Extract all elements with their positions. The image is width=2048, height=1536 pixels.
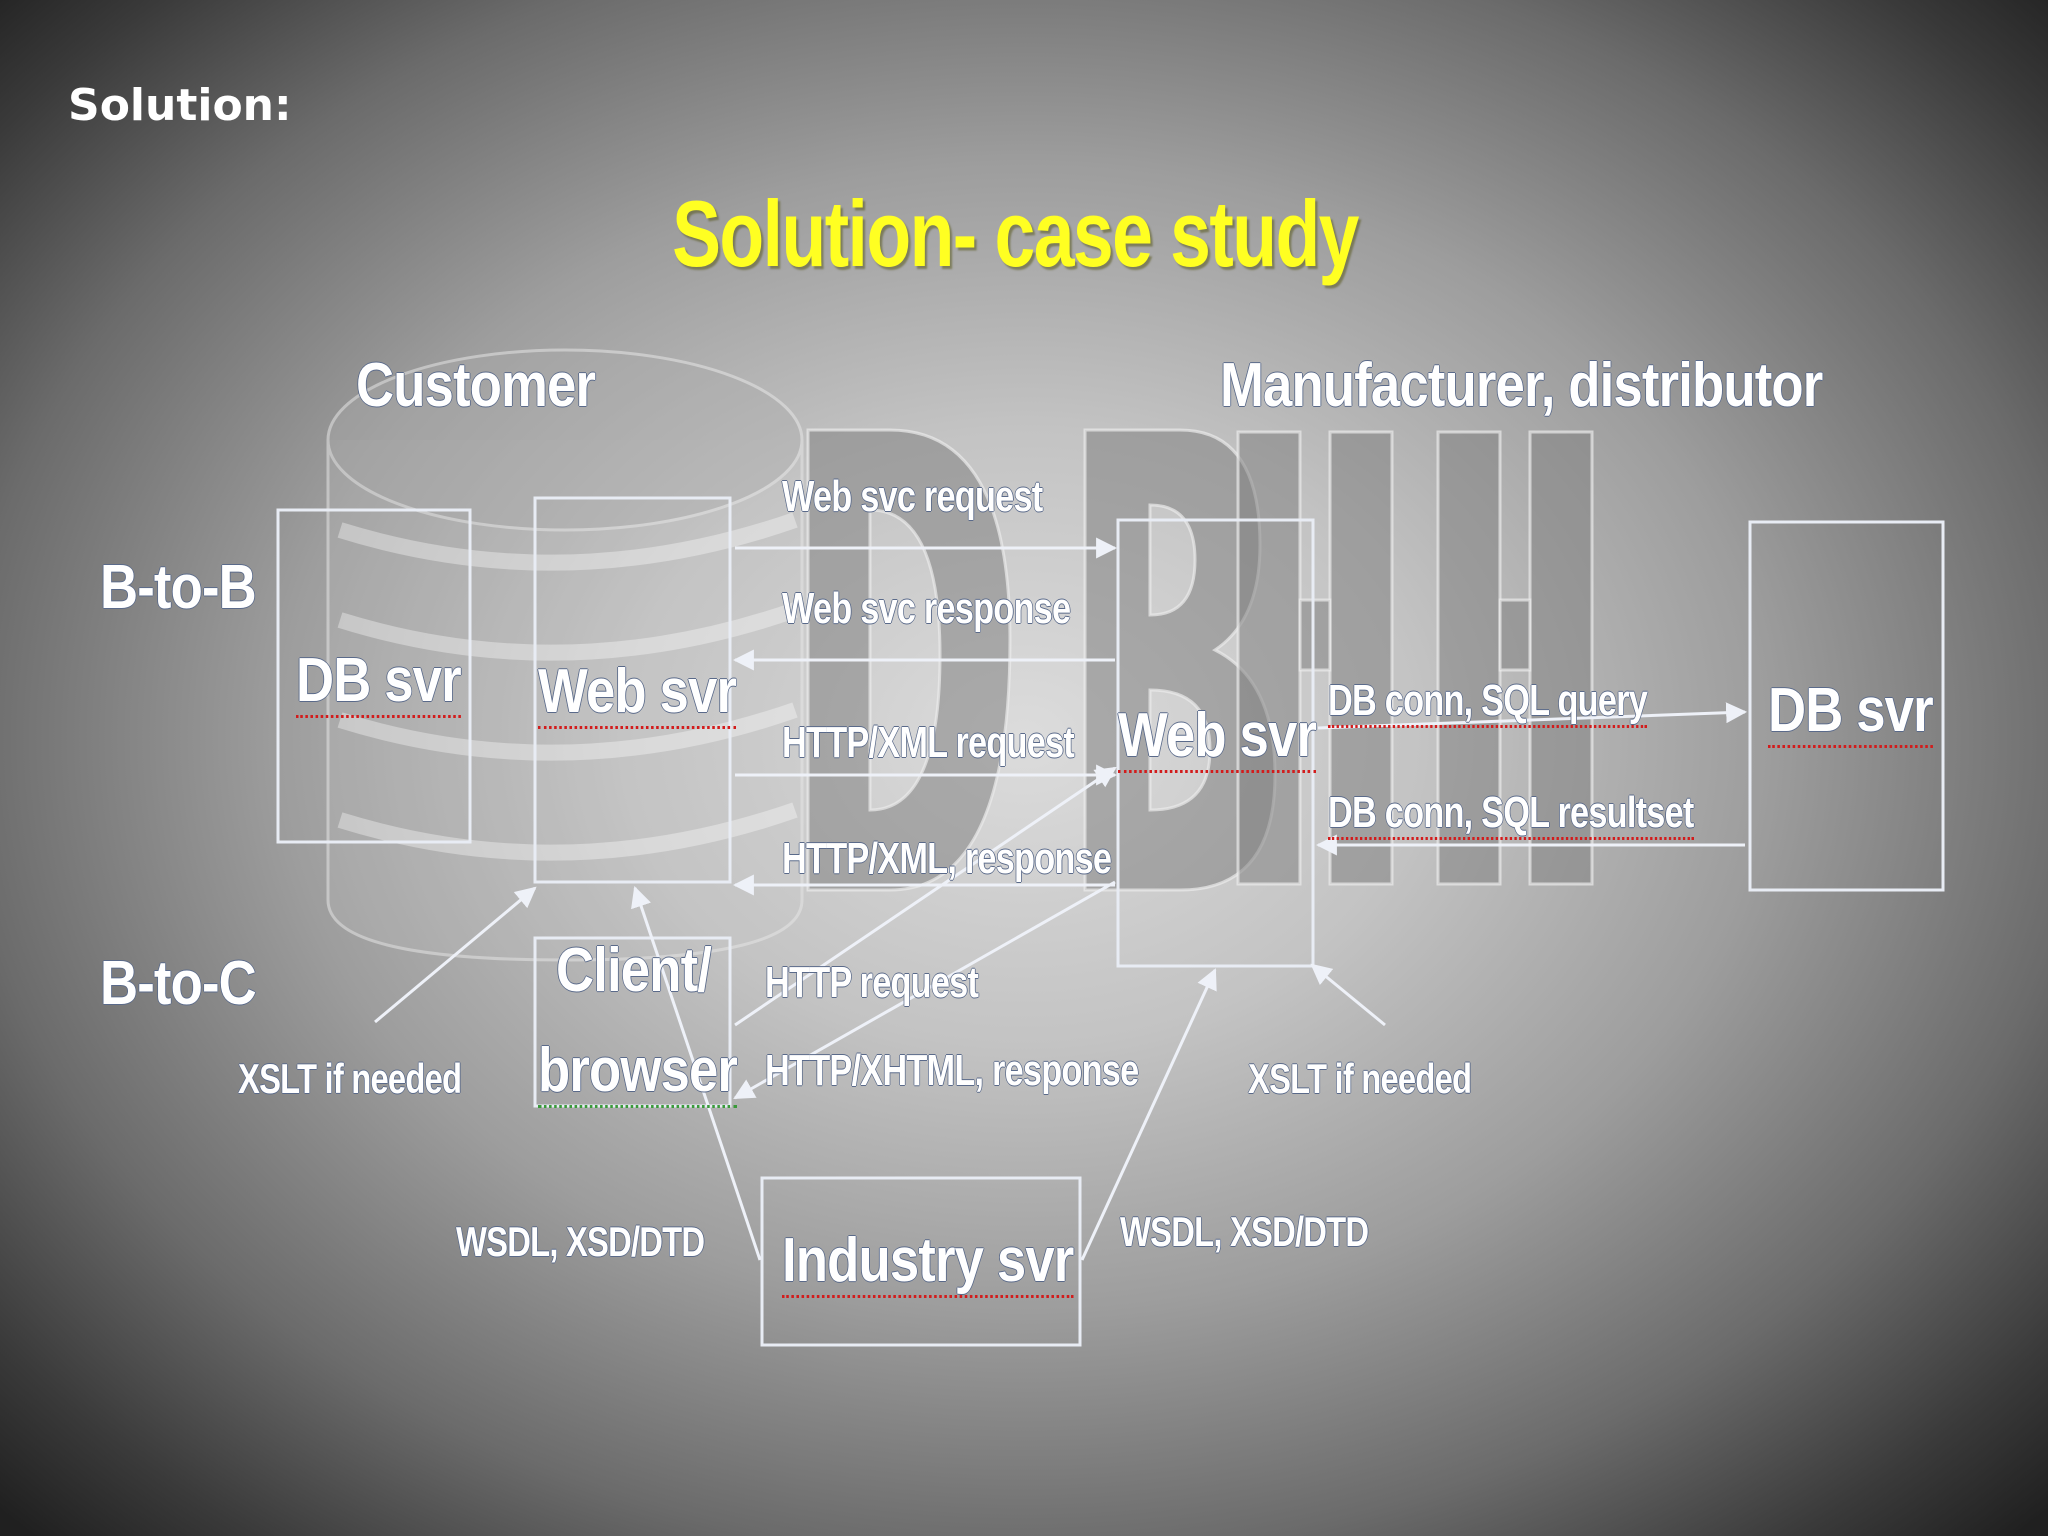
diagram-title: Solution- case study [672, 181, 1359, 286]
ws-response-label: Web svc response [782, 584, 1071, 633]
customer-db-server-label: DB svr [296, 645, 462, 718]
manufacturer-db-server-box [1748, 520, 1945, 892]
manufacturer-web-server-box [1116, 518, 1315, 968]
wsdl-right-label: WSDL, XSD/DTD [1120, 1208, 1369, 1255]
row-label-b2c: B-to-C [100, 949, 257, 1018]
client-browser-label-line2: browser [538, 1035, 738, 1108]
http-request-arrow [734, 766, 1117, 1027]
wsdl-left-label: WSDL, XSD/DTD [456, 1218, 705, 1265]
db-cylinder-watermark [326, 348, 804, 962]
http-xml-request-label: HTTP/XML request [782, 718, 1075, 767]
slide-title: Solution: [68, 80, 292, 131]
xslt-left-arrow [374, 886, 537, 1024]
industry-server-label: Industry svr [782, 1225, 1074, 1298]
client-browser-box [533, 936, 732, 1108]
header-customer: Customer [356, 351, 596, 420]
sql-resultset-label: DB conn, SQL resultset [1328, 788, 1694, 840]
customer-web-server-label: Web svr [538, 656, 737, 729]
client-browser-label-line1: Client/ [556, 936, 712, 1005]
http-xml-response-label: HTTP/XML, response [782, 834, 1112, 883]
xslt-right-label: XSLT if needed [1248, 1055, 1472, 1102]
http-xhtml-response-label: HTTP/XHTML, response [765, 1046, 1139, 1095]
xslt-left-label: XSLT if needed [238, 1055, 462, 1102]
wsdl-left-arrow [631, 886, 762, 1261]
customer-web-server-box [533, 496, 732, 884]
wsdl-right-arrow [1080, 968, 1217, 1261]
sql-query-arrow [1317, 702, 1748, 730]
header-manufacturer: Manufacturer, distributor [1220, 351, 1823, 420]
xslt-right-arrow [1310, 963, 1386, 1027]
customer-db-server-box [276, 508, 472, 844]
http-request-label: HTTP request [765, 958, 979, 1007]
ws-request-label: Web svc request [782, 472, 1043, 521]
http-xhtml-response-arrow [733, 880, 1116, 1100]
manufacturer-db-server-label: DB svr [1768, 675, 1934, 748]
industry-server-box [760, 1176, 1082, 1347]
sql-query-label: DB conn, SQL query [1328, 676, 1648, 728]
manufacturer-web-server-label: Web svr [1118, 700, 1317, 773]
row-label-b2b: B-to-B [100, 553, 257, 622]
